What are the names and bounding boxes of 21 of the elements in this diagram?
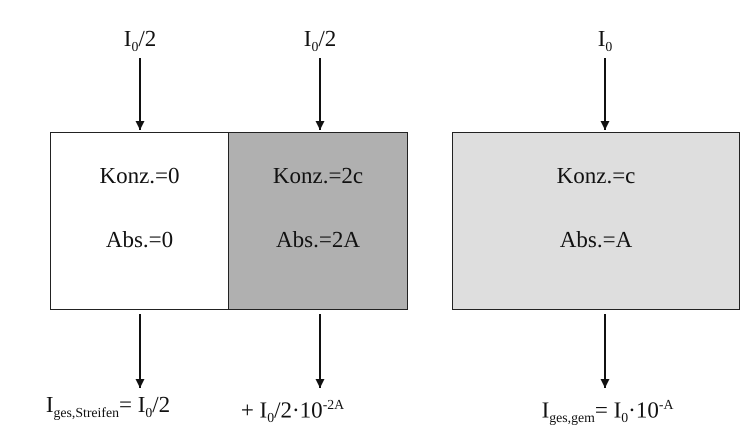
absorbance-label: Abs.=A [558,226,634,254]
intensity-label: I$_{ges,Streifen}$= I$_{0}$/2 [8,390,208,424]
intensity-label: I$_{0}$ [565,24,645,54]
intensity-label: + I$_{0}$/2·10$^{-2A}$ [225,390,360,424]
intensity-label: I$_{0}$/2 [270,24,370,54]
sample-box [50,132,229,310]
arrow [600,58,610,130]
concentration-label: Konz.=0 [98,162,181,190]
arrow [600,314,610,388]
absorbance-label: Abs.=0 [104,226,174,254]
arrow [316,58,324,130]
arrow [136,314,144,388]
sample-box [228,132,408,310]
absorbance-label: Abs.=2A [275,226,361,254]
concentration-label: Konz.=2c [272,162,364,190]
arrow [136,58,144,130]
intensity-label: I$_{0}$/2 [90,24,190,54]
sample-box [452,132,740,310]
intensity-label: I$_{ges,gem}$= I$_{0}$·10$^{-A}$ [515,390,700,424]
arrow [316,314,324,388]
concentration-label: Konz.=c [556,162,636,190]
